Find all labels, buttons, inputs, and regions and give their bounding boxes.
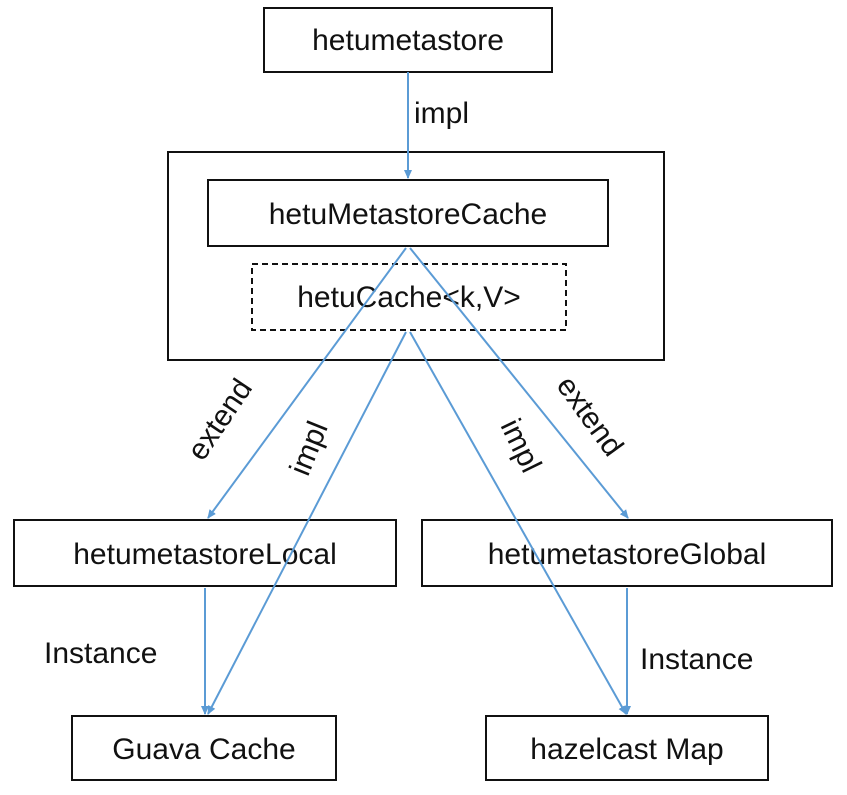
label-top-impl: impl	[414, 97, 469, 130]
hetu-metastore-cache-label: hetuMetastoreCache	[269, 198, 548, 231]
hetu-cache-label: hetuCache<k,V>	[297, 281, 521, 314]
label-instance-local: Instance	[44, 637, 157, 670]
guava-cache-box	[71, 715, 337, 781]
label-instance-global: Instance	[640, 643, 753, 676]
hetu-metastore-cache-box	[207, 179, 609, 247]
hazelcast-map-box	[485, 715, 769, 781]
label-extend-global: extend	[550, 370, 630, 462]
hetumetastore-label: hetumetastore	[312, 24, 504, 57]
label-impl-guava: impl	[284, 417, 335, 480]
edge-hetucache-impl-hazelcast	[409, 331, 627, 715]
hetumetastore-local-label: hetumetastoreLocal	[73, 538, 337, 571]
label-impl-hazelcast: impl	[494, 414, 548, 478]
edge-cache-extend-global	[409, 247, 629, 519]
hetumetastore-global-label: hetumetastoreGlobal	[488, 538, 767, 571]
hetumetastore-global-box	[421, 519, 833, 587]
edge-cache-extend-local	[207, 247, 407, 519]
guava-cache-label: Guava Cache	[112, 733, 295, 766]
hetumetastore-local-box	[13, 519, 397, 587]
hetumetastore-box	[263, 7, 553, 73]
label-extend-local: extend	[181, 373, 259, 466]
edge-hetucache-impl-guava	[207, 331, 407, 715]
hazelcast-map-label: hazelcast Map	[530, 733, 723, 766]
hetu-cache-interface-box	[251, 263, 567, 331]
